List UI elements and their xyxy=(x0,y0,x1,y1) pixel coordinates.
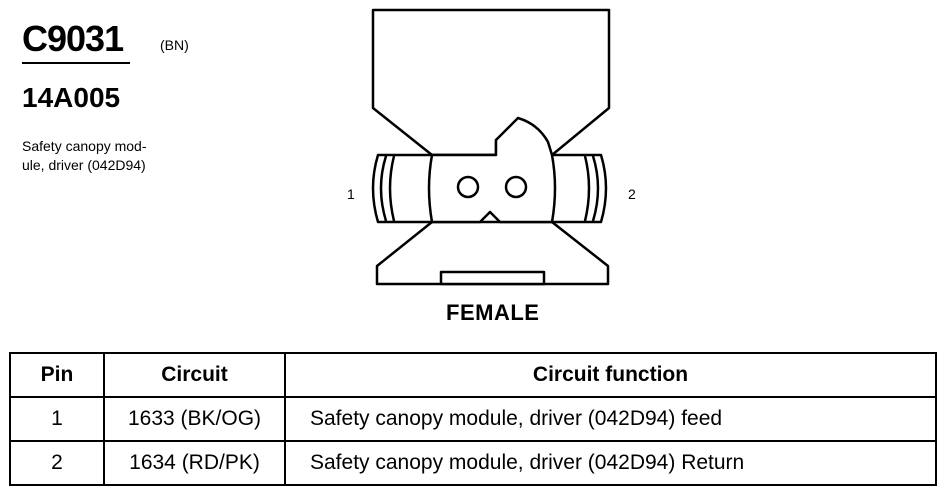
circuit-function-cell: Safety canopy module, driver (042D94) Re… xyxy=(284,440,937,486)
connector-id: C9031 xyxy=(22,18,124,59)
circuit-function-cell: Safety canopy module, driver (042D94) fe… xyxy=(284,396,937,442)
housing-top xyxy=(371,8,611,157)
pin-cavity-1 xyxy=(456,175,480,199)
circuit-cell: 1634 (RD/PK) xyxy=(103,440,286,486)
pin-label-2: 2 xyxy=(628,186,636,202)
description-line: ule, driver (042D94) xyxy=(22,157,146,173)
pin-label-1: 1 xyxy=(347,186,355,202)
column-header-pin: Pin xyxy=(9,352,105,398)
terminal-insert xyxy=(427,116,557,224)
pin-cell: 2 xyxy=(9,440,105,486)
column-header-circuit-function: Circuit function xyxy=(284,352,937,398)
circuit-cell: 1633 (BK/OG) xyxy=(103,396,286,442)
pin-cavity-2 xyxy=(504,175,528,199)
pin-cell: 1 xyxy=(9,396,105,442)
table-row: 1 1633 (BK/OG) Safety canopy module, dri… xyxy=(9,396,937,442)
latch-slot xyxy=(439,270,546,286)
table-row: 2 1634 (RD/PK) Safety canopy module, dri… xyxy=(9,440,937,486)
connector-color-code: (BN) xyxy=(160,37,189,53)
connector-face-diagram xyxy=(371,8,611,286)
connector-description: Safety canopy mod- ule, driver (042D94) xyxy=(22,137,147,175)
connector-id-underline xyxy=(22,62,130,64)
column-header-circuit: Circuit xyxy=(103,352,286,398)
table-header-row: Pin Circuit Circuit function xyxy=(9,352,937,398)
pin-table: Pin Circuit Circuit function 1 1633 (BK/… xyxy=(9,352,937,486)
part-number: 14A005 xyxy=(22,82,121,113)
connector-gender-label: FEMALE xyxy=(446,300,540,325)
description-line: Safety canopy mod- xyxy=(22,138,147,154)
